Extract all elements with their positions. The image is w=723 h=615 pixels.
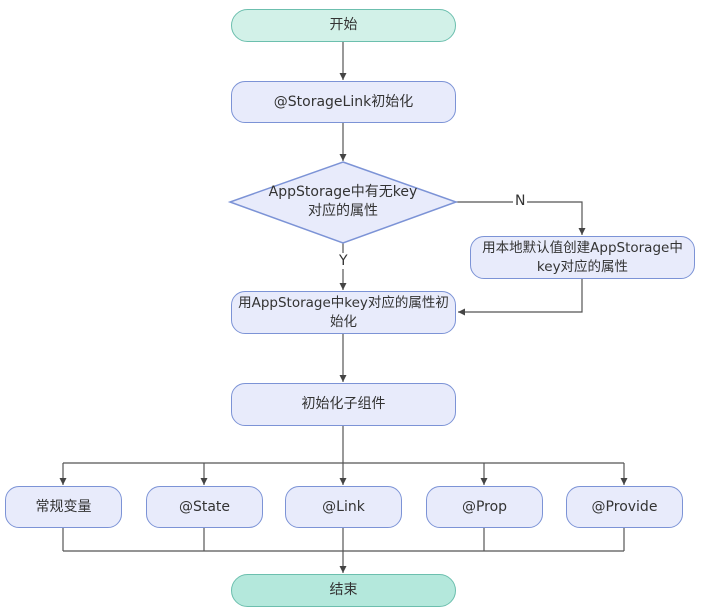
edge-create-to-init <box>458 279 583 316</box>
decision-diamond <box>227 161 459 244</box>
storagelink-init-label: @StorageLink初始化 <box>273 93 414 110</box>
edge-label-no: N <box>513 193 528 209</box>
init-children-label: 初始化子组件 <box>301 396 386 412</box>
child-label: @Prop <box>461 498 508 515</box>
create-default-line-2: key对应的属性 <box>536 258 629 275</box>
child-label: @State <box>178 498 231 515</box>
decision-line-1: AppStorage中有无key <box>268 184 418 200</box>
child-label: @Provide <box>591 498 658 515</box>
child-node-link: @Link <box>285 486 402 528</box>
edge-label-yes: Y <box>337 253 350 269</box>
init-from-storage-line-1: 用AppStorage中key对应的属性初 <box>238 294 449 311</box>
child-node-prop: @Prop <box>426 486 543 528</box>
end-node: 结束 <box>231 574 456 607</box>
storagelink-init-node: @StorageLink初始化 <box>231 81 456 123</box>
start-label: 开始 <box>329 17 358 33</box>
start-node: 开始 <box>231 9 456 42</box>
init-from-storage-line-2: 始化 <box>329 313 357 330</box>
decision-text: AppStorage中有无key 对应的属性 <box>243 183 443 221</box>
child-node-provide: @Provide <box>566 486 683 528</box>
init-from-storage-node: 用AppStorage中key对应的属性初 始化 <box>231 291 456 334</box>
decision-line-2: 对应的属性 <box>308 203 378 219</box>
create-default-node: 用本地默认值创建AppStorage中 key对应的属性 <box>470 236 695 279</box>
child-label: @Link <box>322 498 365 515</box>
create-default-line-1: 用本地默认值创建AppStorage中 <box>482 239 683 256</box>
edge-decision-no <box>456 201 586 235</box>
init-children-node: 初始化子组件 <box>231 383 456 426</box>
child-node-regular-variable: 常规变量 <box>5 486 122 528</box>
child-label: 常规变量 <box>35 498 92 515</box>
end-label: 结束 <box>329 582 358 598</box>
child-node-state: @State <box>146 486 263 528</box>
